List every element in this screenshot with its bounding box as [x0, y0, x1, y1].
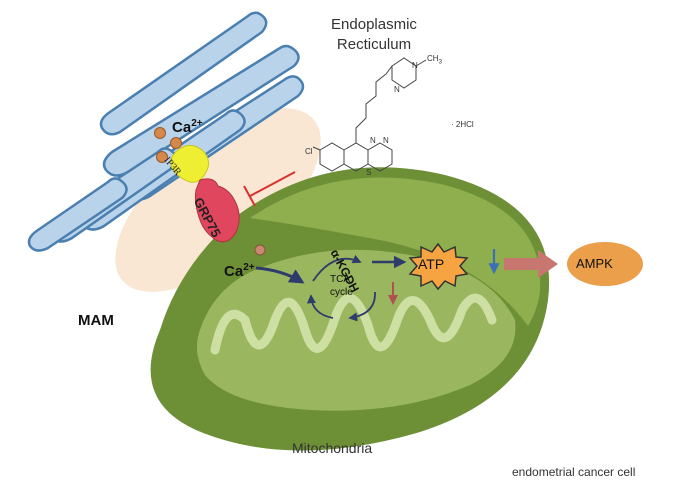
atp-label: ATP [418, 256, 445, 272]
ca-mito-symbol: Ca [224, 263, 244, 280]
er-cisterna-1 [99, 11, 268, 136]
er-cisterna-2 [102, 44, 300, 177]
er-label-line1: Endoplasmic [331, 16, 417, 33]
chem-ch3-symbol: CH [427, 54, 439, 63]
inhibition-bar [243, 185, 256, 207]
chem-cl-bond [312, 146, 321, 151]
chem-s-ring: S [366, 168, 372, 177]
inhibition-mark [243, 171, 296, 207]
mitochondrion-inner-membrane [196, 249, 516, 411]
tca-arc-right [348, 291, 376, 322]
er-cisterna-6 [27, 177, 128, 252]
ca-ion-3 [156, 151, 168, 163]
ca-influx-arrow [255, 266, 305, 284]
chem-cl-label: Cl [305, 147, 313, 156]
chem-methyl-bond [415, 59, 427, 67]
mam-label: MAM [78, 312, 114, 329]
inhibition-line [249, 171, 296, 197]
ampk-ellipse [567, 242, 643, 286]
chem-ch3-label: CH3 [427, 54, 442, 66]
ca-ion-mito [254, 244, 266, 256]
chem-ch3-sub: 3 [438, 59, 442, 66]
mitochondria-label: Mitochondria [292, 440, 373, 456]
tca-label-line1: TCA [330, 274, 350, 285]
chem-n-pip1: N [394, 85, 400, 94]
chem-n-pip2: N [412, 61, 418, 70]
tca-arc-top [312, 254, 362, 282]
endoplasmic-reticulum [27, 11, 305, 252]
chem-n-ring2: N [383, 136, 389, 145]
tca-label-line2: cycle [330, 287, 353, 298]
er-label-line2: Recticulum [336, 36, 412, 53]
mitochondrion [150, 167, 550, 451]
ca-ion-2 [170, 137, 182, 149]
calcium-ions-er [154, 127, 182, 163]
ca-er-label: Ca2+ [172, 118, 203, 136]
tca-arc-bottom [306, 294, 334, 319]
ampk-label: AMPK [576, 256, 613, 271]
ca-er-symbol: Ca [172, 119, 192, 136]
tca-cycle [306, 254, 376, 322]
atp-starburst [408, 242, 469, 291]
chem-hcl-label: · 2HCl [451, 120, 474, 129]
ip3r-channel [170, 145, 210, 183]
chem-ring-left [319, 142, 345, 172]
ampk-activation-arrow [504, 250, 558, 278]
ca-mito-charge: 2+ [243, 262, 255, 273]
chemical-structure [312, 57, 427, 172]
grp75-protein [195, 178, 240, 243]
mitochondrion-inner-top [250, 177, 541, 326]
chem-n-ring1: N [370, 136, 376, 145]
chem-chain [355, 65, 393, 143]
ca-mito-label: Ca2+ [224, 262, 255, 280]
ca-er-charge: 2+ [191, 118, 203, 129]
chem-piperazine [391, 57, 417, 89]
chem-ring-right [367, 142, 393, 172]
ca-ion-1 [154, 127, 166, 139]
mitochondrion-cristae [210, 293, 497, 355]
chem-ring-middle [343, 142, 369, 172]
cell-type-label: endometrial cancer cell [512, 465, 636, 479]
